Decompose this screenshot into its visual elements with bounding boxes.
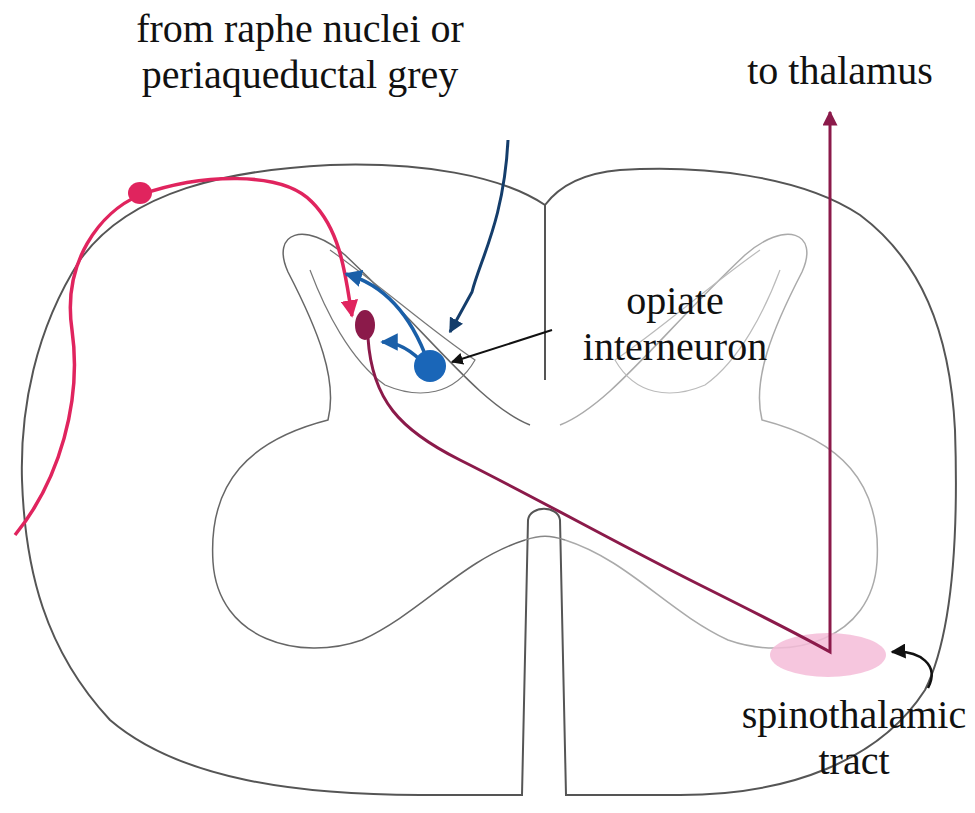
projection-axon	[368, 112, 830, 652]
interneuron-axon	[346, 274, 428, 362]
leader-arrow	[452, 330, 552, 362]
descending-fibre	[450, 140, 508, 332]
interneuron-label: opiate interneuron	[555, 278, 795, 370]
spinothalamic-tract-region	[770, 633, 886, 677]
opiate-interneuron-body	[414, 350, 446, 382]
tract-label: spinothalamic tract	[737, 692, 971, 784]
source-label: from raphe nuclei or periaqueductal grey	[100, 6, 500, 98]
leader-arrow	[892, 652, 932, 688]
grey-matter-left	[213, 234, 530, 648]
posterior-sulcus	[544, 205, 546, 380]
grey-commissure	[525, 536, 565, 540]
afferent-cell-body	[128, 182, 152, 204]
primary-afferent-axon	[15, 179, 352, 535]
projection-cell-body	[355, 310, 375, 340]
dorsal-horn-inner-left	[310, 250, 475, 393]
target-label: to thalamus	[740, 48, 940, 94]
